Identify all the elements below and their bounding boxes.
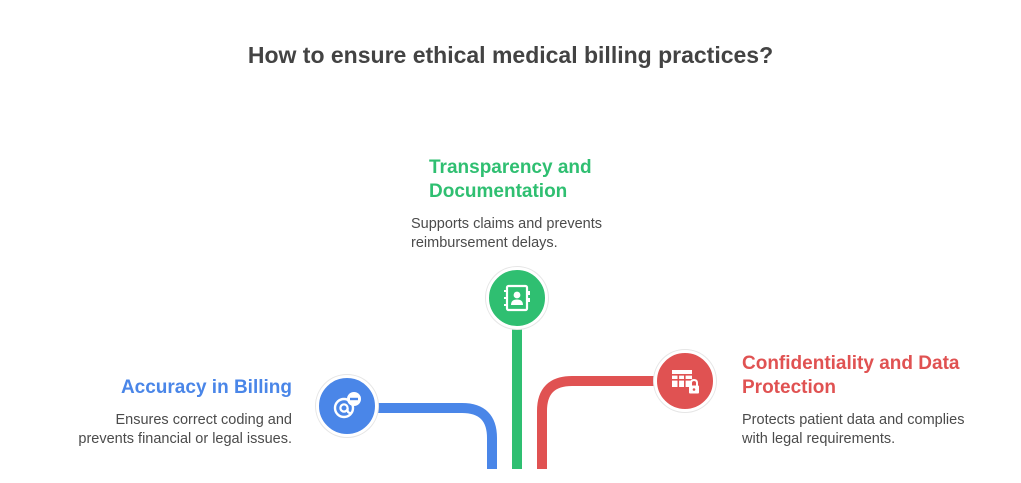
accuracy-description-line-1: Ensures correct coding and bbox=[115, 412, 292, 428]
accuracy-connector bbox=[376, 403, 497, 469]
transparency-heading: Transparency and Documentation bbox=[429, 156, 592, 204]
transparency-description-line-1: Supports claims and prevents bbox=[411, 216, 603, 232]
confidentiality-heading-line-1: Confidentiality and Data bbox=[742, 353, 960, 374]
confidentiality-description-line-1: Protects patient data and complies bbox=[742, 412, 965, 428]
at-sign-minus-icon bbox=[333, 392, 361, 419]
confidentiality-heading: Confidentiality and Data Protection bbox=[742, 352, 959, 400]
transparency-heading-line-2: Documentation bbox=[429, 181, 568, 202]
confidentiality-connector bbox=[537, 376, 656, 469]
confidentiality-node bbox=[654, 350, 716, 412]
transparency-node bbox=[486, 267, 548, 329]
transparency-description: Supports claims and prevents reimburseme… bbox=[411, 215, 602, 253]
confidentiality-description: Protects patient data and complies with … bbox=[742, 411, 964, 449]
table-lock-icon bbox=[672, 370, 699, 394]
transparency-description-line-2: reimbursement delays. bbox=[411, 235, 558, 251]
accuracy-node bbox=[316, 375, 378, 437]
accuracy-description-line-2: prevents financial or legal issues. bbox=[78, 431, 292, 447]
accuracy-heading: Accuracy in Billing bbox=[120, 377, 292, 398]
transparency-heading-line-1: Transparency and bbox=[429, 157, 592, 178]
accuracy-description: Ensures correct coding and prevents fina… bbox=[40, 411, 292, 449]
confidentiality-description-line-2: with legal requirements. bbox=[742, 431, 896, 447]
confidentiality-heading-line-2: Protection bbox=[742, 377, 836, 398]
contact-book-icon bbox=[504, 284, 530, 312]
diagram-title: How to ensure ethical medical billing pr… bbox=[247, 42, 774, 68]
